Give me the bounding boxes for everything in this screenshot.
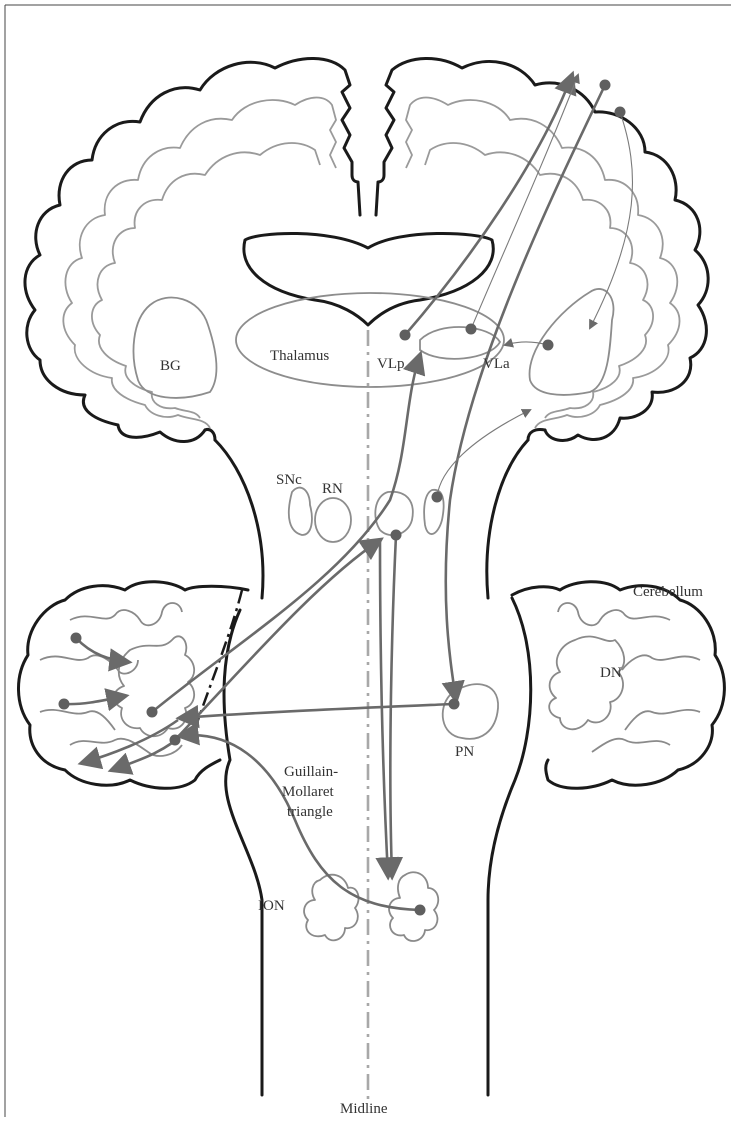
cortex-origin-dot-2 <box>615 107 626 118</box>
label-thalamus: Thalamus <box>270 348 329 364</box>
label-ion: ION <box>258 898 285 914</box>
cortex-origin-dot-1 <box>600 80 611 91</box>
brainstem-right <box>487 440 528 598</box>
right-dentate-nucleus <box>549 636 624 729</box>
pn-dot <box>449 699 460 710</box>
right-cerebellum-folia-3 <box>625 710 700 730</box>
label-midline: Midline <box>340 1101 388 1117</box>
label-pn: PN <box>455 744 474 760</box>
right-cortex-middle <box>425 143 653 418</box>
snc-nucleus <box>289 488 312 535</box>
cerebellum-dot-1 <box>147 707 158 718</box>
corticopontine-pathway <box>446 85 605 700</box>
vlp-dot <box>400 330 411 341</box>
right-cerebellum-outline <box>512 582 724 789</box>
pons-right-contour <box>488 598 531 1095</box>
brainstem-left <box>215 440 263 598</box>
left-cerebellum-folia-1 <box>70 603 182 625</box>
ion-left-outline <box>304 875 358 941</box>
thalamocortical-vlp-pathway <box>405 75 572 335</box>
vla-dot <box>466 324 477 335</box>
dentatorubral-pathway <box>175 540 380 740</box>
right-cerebellum-folia-1 <box>558 603 670 625</box>
right-cerebellum-folia-4 <box>592 739 670 752</box>
left-dentate-nucleus <box>114 636 194 736</box>
thalamus-outline <box>236 293 504 387</box>
right-hemisphere-notch <box>528 429 545 440</box>
midbrain-dot <box>391 530 402 541</box>
cerebellar-input-1 <box>76 638 128 662</box>
snc-right-dot <box>432 492 443 503</box>
pontocerebellar-pathway <box>180 704 454 718</box>
left-hemisphere-notch <box>205 429 215 440</box>
ion-right-outline <box>389 872 438 941</box>
bg-right-dot <box>543 340 554 351</box>
bg-to-vla-thin <box>505 342 548 345</box>
left-basal-ganglia <box>134 298 217 398</box>
label-vla: VLa <box>483 356 510 372</box>
label-dn: DN <box>600 665 622 681</box>
label-vlp: VLp <box>377 356 405 372</box>
cerebellum-input-dot-2 <box>59 699 70 710</box>
label-rn: RN <box>322 481 343 497</box>
label-gm-line1: Guillain- <box>284 764 338 780</box>
label-snc: SNc <box>276 472 302 488</box>
vla-to-cortex-thin <box>471 75 578 329</box>
pontine-nucleus <box>443 684 498 739</box>
ion-dot <box>415 905 426 916</box>
cerebellum-input-dot-1 <box>71 633 82 644</box>
label-gm-line3: triangle <box>287 804 333 820</box>
right-cerebellum-folia-2 <box>622 655 700 670</box>
cerebellum-dot-2 <box>170 735 181 746</box>
left-hemisphere-outline <box>25 58 360 441</box>
label-gm-line2: Mollaret <box>282 784 334 800</box>
lateral-ventricles <box>244 233 493 325</box>
label-cerebellum: Cerebellum <box>633 584 703 600</box>
left-cerebellum-folia-3 <box>40 710 115 730</box>
rn-nucleus <box>315 498 351 542</box>
label-bg: BG <box>160 358 181 374</box>
